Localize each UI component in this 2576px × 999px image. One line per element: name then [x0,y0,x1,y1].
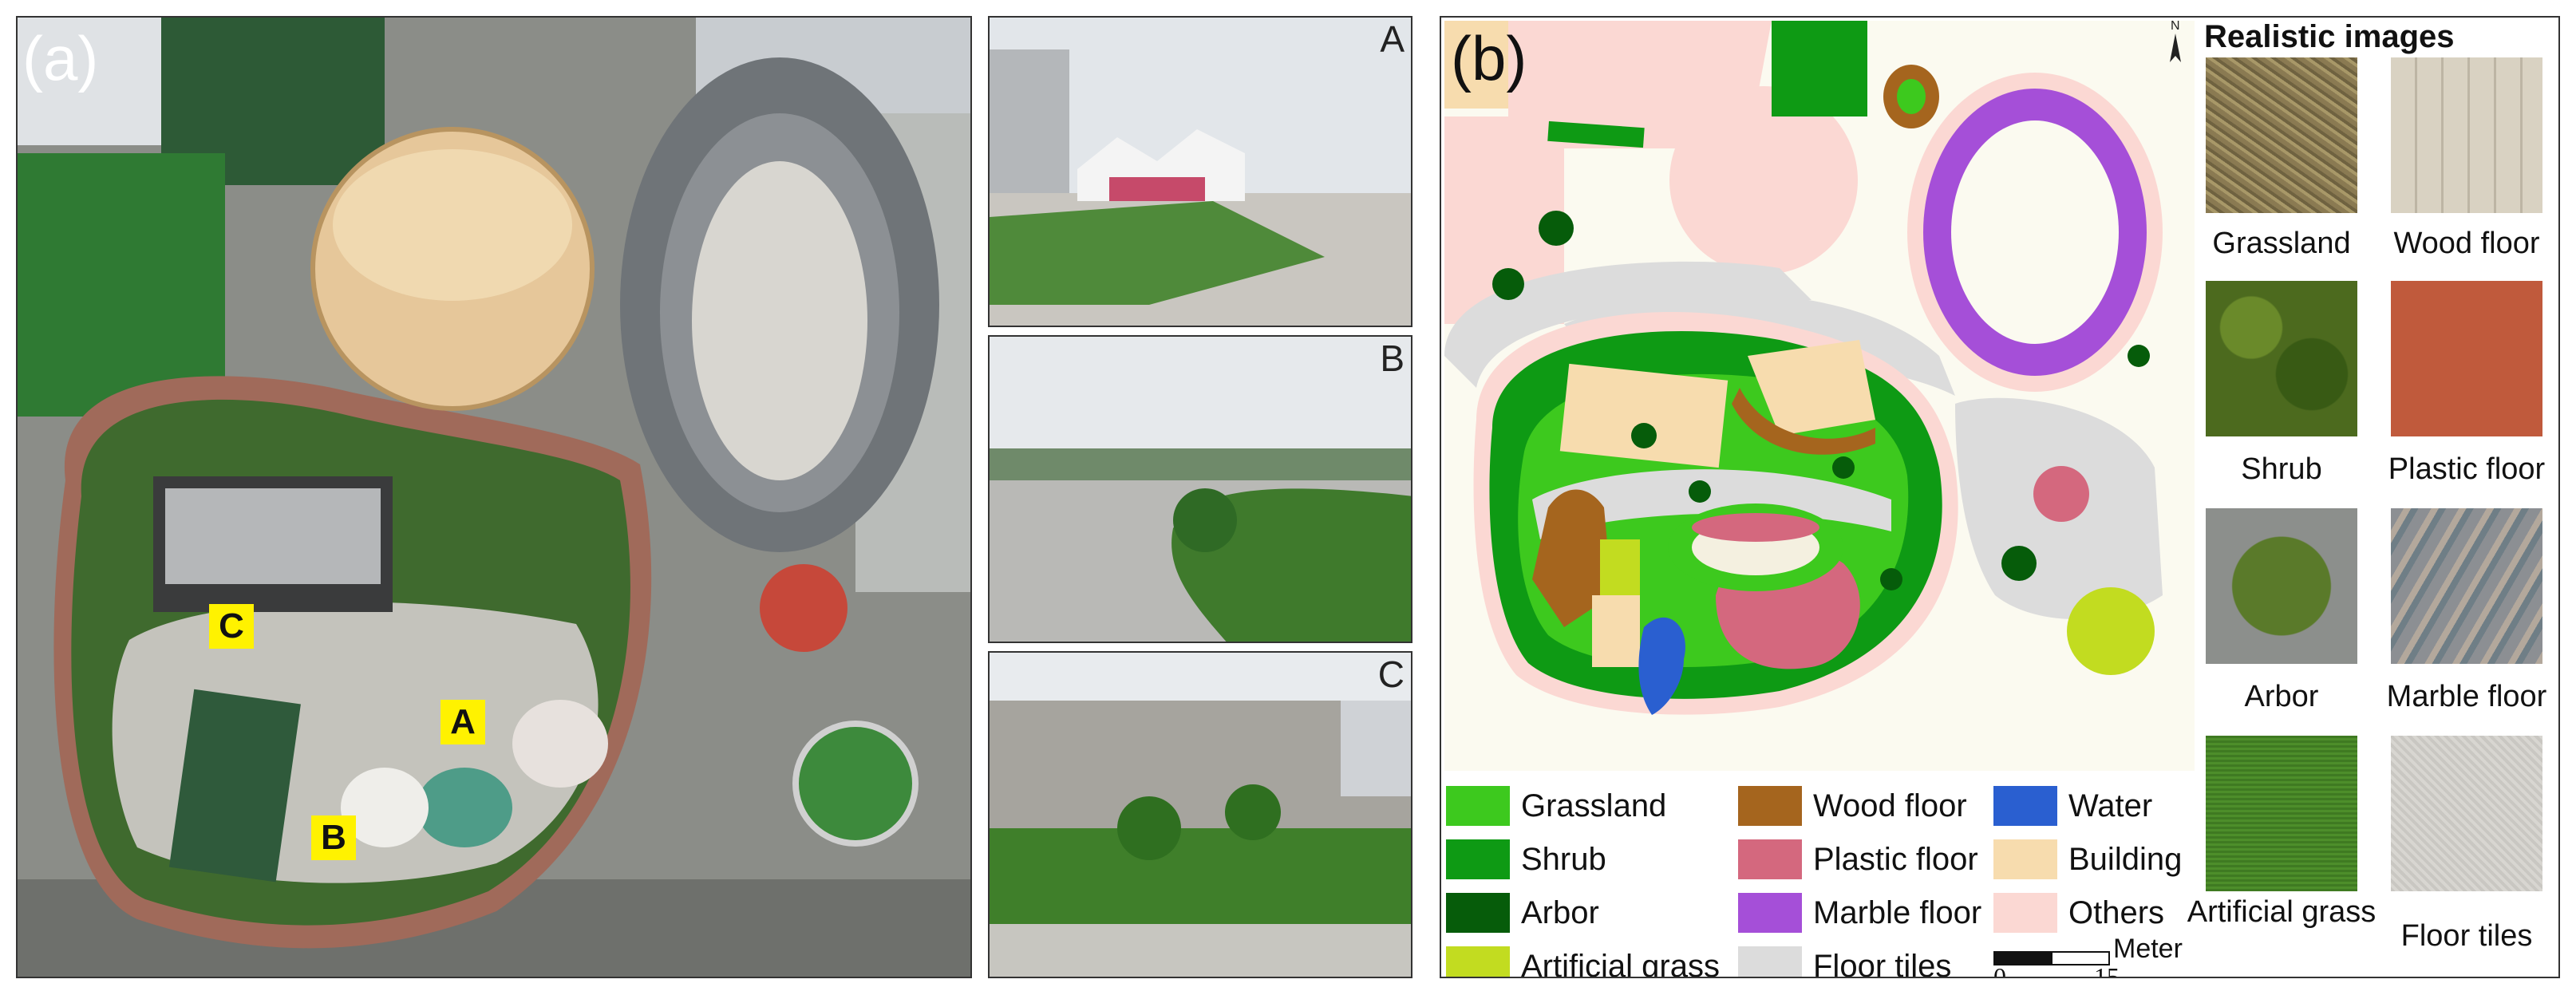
texture-shrub [2206,281,2357,436]
legend-swatch-building [1993,839,2057,879]
legend-plastic-floor: Plastic floor [1738,837,1978,882]
texture-floor-tiles [2391,736,2542,891]
photo-c-label: C [1377,653,1405,695]
legend-swatch-artificial-grass [1446,946,1510,977]
texture-artificial-grass [2206,736,2357,891]
legend-swatch-marble-floor [1738,893,1802,933]
legend-swatch-others [1993,893,2057,933]
legend-swatch-wood-floor [1738,786,1802,826]
texture-grassland [2206,57,2357,213]
texture-label-arbor: Arbor [2244,680,2319,713]
legend-label: Plastic floor [1813,841,1978,877]
legend-label: Arbor [1521,894,1599,930]
north-arrow-label: N [2171,19,2180,33]
photo-b-illustration [990,337,1411,642]
legend-label: Others [2068,894,2165,930]
legend-building: Building [1993,837,2182,882]
texture-label-plastic-floor: Plastic floor [2388,452,2546,486]
legend-label: Floor tiles [1813,948,1952,978]
legend-label: Building [2068,841,2183,877]
panel-a-label: (a) [22,23,99,93]
legend-water: Water [1993,784,2152,828]
texture-label-artificial-grass: Artificial grass [2187,895,2376,929]
legend-label: Artificial grass [1521,948,1720,978]
photo-c: C [988,651,1412,978]
legend-shrub: Shrub [1446,837,1606,882]
scale-unit: Meter [2113,934,2183,964]
legend-swatch-plastic-floor [1738,839,1802,879]
texture-label-marble-floor: Marble floor [2386,680,2547,713]
panel-a-aerial-photo: (a) A B C [16,16,972,978]
legend-label: Shrub [1521,841,1606,877]
legend-label: Water [2068,788,2153,823]
photo-a: A [988,16,1412,327]
scale-max: 15 [2094,962,2120,978]
legend-swatch-water [1993,786,2057,826]
legend-label: Wood floor [1813,788,1967,823]
photo-b: B [988,335,1412,643]
texture-label-wood-floor: Wood floor [2393,227,2540,260]
legend-swatch-grassland [1446,786,1510,826]
map-tag-c: C [209,604,254,649]
legend-floor-tiles: Floor tiles [1738,944,1952,978]
texture-arbor [2206,508,2357,664]
legend-swatch-floor-tiles [1738,946,1802,977]
panel-b-classification: N (b) Realistic images Grassland Wood fl… [1440,16,2560,978]
legend-wood-floor: Wood floor [1738,784,1967,828]
texture-label-shrub: Shrub [2241,452,2322,486]
texture-plastic-floor [2391,281,2542,436]
texture-label-floor-tiles: Floor tiles [2400,919,2533,953]
legend-grassland: Grassland [1446,784,1666,828]
map-tag-a: A [441,700,485,744]
panel-b-label: (b) [1451,23,1527,93]
scale-bar-white [2051,951,2110,965]
legend-label: Grassland [1521,788,1667,823]
legend-artificial-grass: Artificial grass [1446,944,1720,978]
photo-a-illustration [990,18,1411,326]
north-arrow-icon: N [2159,19,2191,67]
texture-label-grassland: Grassland [2212,227,2351,260]
legend-others: Others [1993,890,2164,935]
aerial-photo-illustration [18,18,970,977]
photo-b-label: B [1380,338,1405,379]
legend-label: Marble floor [1813,894,1982,930]
legend-swatch-arbor [1446,893,1510,933]
texture-marble-floor [2391,508,2542,664]
legend-swatch-shrub [1446,839,1510,879]
classification-map [1444,21,2195,771]
legend-arbor: Arbor [1446,890,1599,935]
legend-marble-floor: Marble floor [1738,890,1981,935]
map-tag-b: B [311,815,356,860]
texture-wood-floor [2391,57,2542,213]
photo-a-label: A [1380,18,1405,60]
scale-min: 0 [1993,962,2006,978]
textures-title: Realistic images [2204,19,2455,54]
scale-bar: Meter 0 15 [1993,934,2201,978]
photo-c-illustration [990,653,1411,977]
